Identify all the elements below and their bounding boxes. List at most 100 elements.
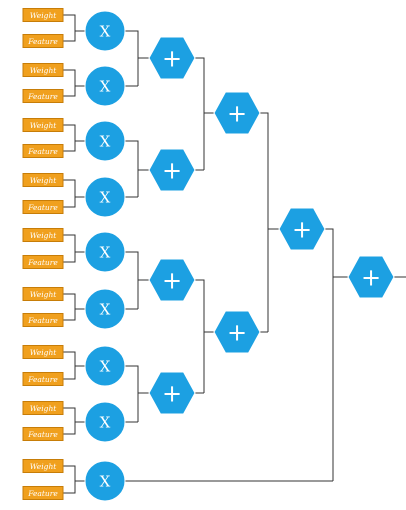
add-hexagon — [347, 255, 395, 299]
add-hexagon — [148, 36, 196, 80]
multiply-circle — [84, 10, 126, 52]
multiply-circle — [84, 288, 126, 330]
add-hexagon — [148, 371, 196, 415]
feature-label: Feature — [27, 430, 58, 439]
weight-label: Weight — [30, 121, 58, 130]
mul-pair-3-a — [125, 251, 139, 309]
multiply-node-8: X — [84, 401, 126, 443]
add-node-a2: + — [148, 148, 196, 192]
feature-box — [22, 372, 64, 386]
weight-label: Weight — [30, 11, 58, 20]
weight-box — [22, 118, 64, 132]
multiply-symbol: X — [100, 23, 111, 41]
weight-label: Weight — [30, 176, 58, 185]
feature-box — [22, 34, 64, 48]
add-pair-2-a — [195, 279, 205, 393]
weight-wire-3 — [63, 124, 85, 142]
feature-box — [22, 427, 64, 441]
multiply-circle — [84, 460, 126, 502]
multiply-node-7: X — [84, 345, 126, 387]
feature-input-7: Feature — [22, 372, 64, 386]
feature-label: Feature — [27, 489, 58, 498]
add-symbol: + — [227, 100, 247, 128]
weight-input-2: Weight — [22, 63, 64, 77]
multiply-node-1: X — [84, 10, 126, 52]
multiply-symbol: X — [100, 473, 111, 491]
add-pair-3-a — [260, 112, 269, 332]
add-symbol: + — [292, 216, 312, 244]
add-pair-1-a — [195, 57, 205, 170]
feature-input-1: Feature — [22, 34, 64, 48]
connection-wires — [63, 14, 406, 494]
weight-input-7: Weight — [22, 345, 64, 359]
weight-label: Weight — [30, 231, 58, 240]
multiply-node-2: X — [84, 65, 126, 107]
feature-wire-9 — [63, 480, 85, 494]
weight-input-9: Weight — [22, 459, 64, 473]
feature-box — [22, 89, 64, 103]
feature-label: Feature — [27, 147, 58, 156]
feature-label: Feature — [27, 92, 58, 101]
weight-input-5: Weight — [22, 228, 64, 242]
feature-input-9: Feature — [22, 486, 64, 500]
feature-input-2: Feature — [22, 89, 64, 103]
add-hexagon — [213, 310, 261, 354]
add-hexagon — [213, 91, 261, 135]
add-node-a4: + — [148, 371, 196, 415]
feature-wire-8 — [63, 421, 85, 435]
weight-wire-1 — [63, 14, 85, 32]
feature-wire-2 — [63, 85, 85, 97]
add-node-b2: + — [213, 310, 261, 354]
feature-box — [22, 313, 64, 327]
weight-box — [22, 228, 64, 242]
weight-wire-2 — [63, 69, 85, 87]
feature-input-8: Feature — [22, 427, 64, 441]
add-symbol: + — [162, 45, 182, 73]
mul-pair-2-a — [125, 140, 139, 197]
input-boxes: WeightFeatureWeightFeatureWeightFeatureW… — [22, 8, 64, 500]
multiply-circle — [84, 120, 126, 162]
add-symbol: + — [162, 157, 182, 185]
multiply-symbol: X — [100, 301, 111, 319]
multiply-symbol: X — [100, 133, 111, 151]
add-symbol: + — [162, 380, 182, 408]
weight-label: Weight — [30, 66, 58, 75]
weight-label: Weight — [30, 404, 58, 413]
weight-box — [22, 345, 64, 359]
feature-label: Feature — [27, 37, 58, 46]
final-wire-a — [325, 228, 334, 481]
feature-box — [22, 144, 64, 158]
multiply-circle — [84, 176, 126, 218]
multiply-symbol: X — [100, 78, 111, 96]
multiply-circle — [84, 401, 126, 443]
feature-box — [22, 200, 64, 214]
weight-box — [22, 8, 64, 22]
multiply-circle — [84, 65, 126, 107]
add-hexagon — [148, 258, 196, 302]
multiply-symbol: X — [100, 189, 111, 207]
weight-wire-6 — [63, 293, 85, 310]
multiply-circle — [84, 345, 126, 387]
feature-input-3: Feature — [22, 144, 64, 158]
weight-input-3: Weight — [22, 118, 64, 132]
multiply-node-9: X — [84, 460, 126, 502]
feature-input-6: Feature — [22, 313, 64, 327]
weight-label: Weight — [30, 462, 58, 471]
feature-wire-7 — [63, 365, 85, 380]
feature-wire-5 — [63, 251, 85, 263]
weight-box — [22, 401, 64, 415]
weight-box — [22, 287, 64, 301]
feature-input-5: Feature — [22, 255, 64, 269]
add-node-a1: + — [148, 36, 196, 80]
weight-box — [22, 459, 64, 473]
multiply-circle — [84, 231, 126, 273]
feature-wire-6 — [63, 308, 85, 321]
mul-pair-4-a — [125, 365, 139, 422]
feature-box — [22, 255, 64, 269]
feature-input-4: Feature — [22, 200, 64, 214]
weight-wire-7 — [63, 351, 85, 367]
add-node-d1: + — [347, 255, 395, 299]
feature-label: Feature — [27, 203, 58, 212]
